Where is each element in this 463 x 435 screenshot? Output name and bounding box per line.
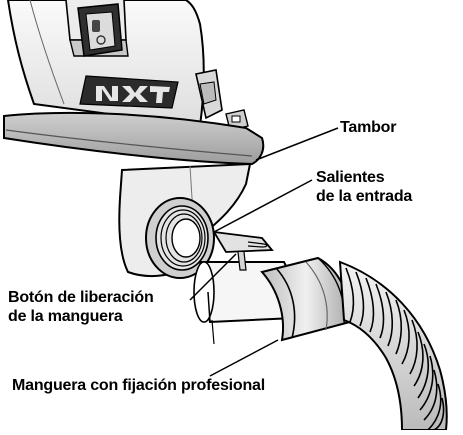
leader-lines [189, 127, 339, 377]
leader-salientes [213, 179, 313, 233]
drum-rim [3, 111, 265, 166]
power-switch [77, 3, 123, 57]
nxt-logo [79, 75, 179, 109]
callout-manguera-text: Manguera con fijación profesional [12, 377, 265, 394]
callout-tambor: Tambor [340, 118, 396, 137]
callout-salientes-line2: de la entrada [316, 188, 413, 205]
leader-tambor [255, 127, 339, 161]
hose-release-button [212, 230, 274, 271]
callout-boton: Botón de liberación de la manguera [8, 288, 154, 326]
leader-manguera [209, 339, 279, 377]
callout-salientes-line1: Salientes [316, 169, 385, 186]
inlet-guide-line [211, 319, 215, 345]
hose-cuff [260, 256, 352, 342]
corrugated-hose [338, 260, 448, 431]
callout-manguera: Manguera con fijación profesional [12, 376, 265, 395]
callout-boton-line2: de la manguera [8, 308, 123, 325]
callout-boton-line1: Botón de liberación [8, 289, 154, 306]
callout-salientes: Salientes de la entrada [316, 168, 412, 206]
inlet-port [145, 197, 215, 279]
callout-tambor-text: Tambor [340, 119, 397, 136]
leader-boton [189, 253, 237, 301]
